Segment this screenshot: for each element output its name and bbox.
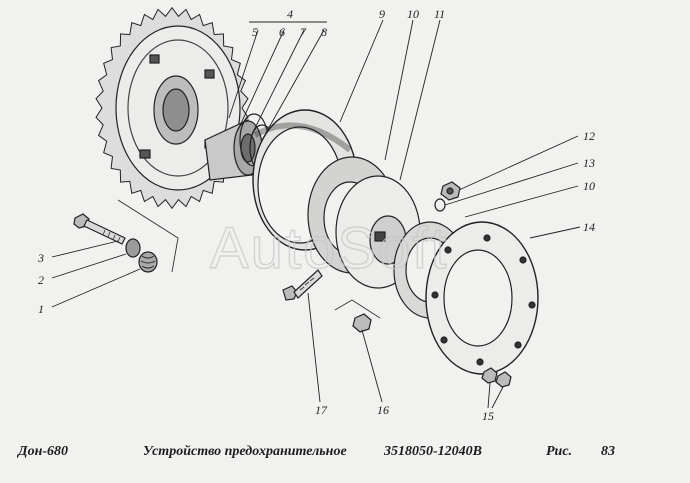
watermark-text: AutoSoft <box>210 216 448 281</box>
callout-13: 13 <box>583 156 595 170</box>
callout-17: 17 <box>315 403 328 417</box>
bolt-3 <box>73 213 126 245</box>
callout-8: 8 <box>321 25 327 39</box>
callout-11: 11 <box>434 7 445 21</box>
spring-1 <box>138 251 158 273</box>
callout-12: 12 <box>583 129 595 143</box>
bolt-17 <box>282 269 323 301</box>
washer-2 <box>125 238 141 258</box>
caption-figure-number: 83 <box>601 444 615 459</box>
callout-16: 16 <box>377 403 389 417</box>
callouts: 1 2 3 4 5 6 7 8 9 10 11 12 13 10 14 15 1… <box>37 7 595 423</box>
callout-10-right: 10 <box>583 179 595 193</box>
exploded-assembly-drawing: 1 2 3 4 5 6 7 8 9 10 11 12 13 10 14 15 1… <box>37 6 595 423</box>
nut-16 <box>352 313 372 333</box>
caption-code: 3518050-12040В <box>384 444 482 459</box>
callout-5: 5 <box>252 25 258 39</box>
callout-1: 1 <box>38 302 44 316</box>
caption-title: Устройство предохранительное <box>143 444 347 459</box>
connector-line-left <box>117 199 179 273</box>
callout-10-top: 10 <box>407 7 419 21</box>
nut-12 <box>440 181 461 201</box>
callout-15: 15 <box>482 409 494 423</box>
callout-2: 2 <box>38 273 44 287</box>
callout-6: 6 <box>279 25 285 39</box>
callout-7: 7 <box>300 25 307 39</box>
washer-13 <box>434 198 446 212</box>
callout-4: 4 <box>287 7 293 21</box>
cover-plate-14 <box>425 221 539 375</box>
leader-lines <box>51 19 581 409</box>
callout-9: 9 <box>379 7 385 21</box>
caption-model: Дон-680 <box>18 444 68 459</box>
callout-3: 3 <box>37 251 44 265</box>
connector-line-center <box>334 299 381 319</box>
callout-14: 14 <box>583 220 595 234</box>
caption-figure-label: Рис. <box>546 444 573 459</box>
nuts-15 <box>481 367 512 388</box>
